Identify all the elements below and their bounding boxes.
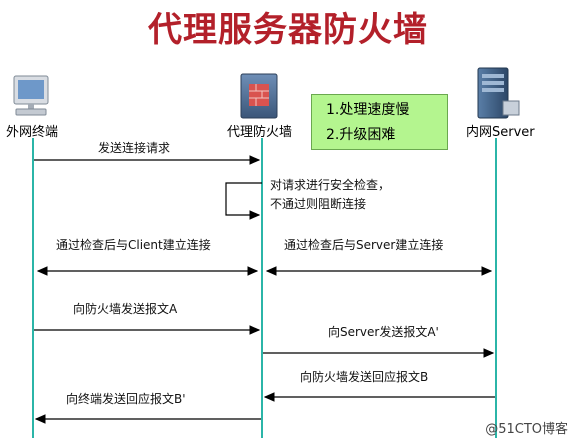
drawback-item: 1.处理速度慢 [326,102,410,118]
msg-b-prime: 向终端发送回应报文B' [66,392,186,406]
drawback-item: 2.升级困难 [326,127,396,143]
msg-a-prime: 向Server发送报文A' [328,325,439,339]
msg-server-conn: 通过检查后与Server建立连接 [284,238,444,252]
computer-icon [13,75,49,116]
msg-client-conn: 通过检查后与Client建立连接 [56,238,211,252]
server-icon [477,67,520,119]
msg-send-request: 发送连接请求 [98,141,171,155]
proxy-label: 代理防火墙 [227,125,293,140]
msg-b: 向防火墙发送回应报文B [300,370,429,384]
drawbacks-note: 1.处理速度慢 2.升级困难 [311,94,448,150]
msg-a: 向防火墙发送报文A [73,302,178,316]
arrow-security-check [225,182,262,220]
diagram-title: 代理服务器防火墙 [148,10,428,50]
security-check-note: 对请求进行安全检查， 不通过则阻断连接 [270,176,390,214]
client-label: 外网终端 [6,125,59,140]
firewall-icon [240,73,278,119]
server-label: 内网Server [466,125,535,140]
check-note-line: 对请求进行安全检查， [270,178,391,192]
watermark: @51CTO博客 [485,422,568,437]
check-note-line: 不通过则阻断连接 [270,197,367,211]
